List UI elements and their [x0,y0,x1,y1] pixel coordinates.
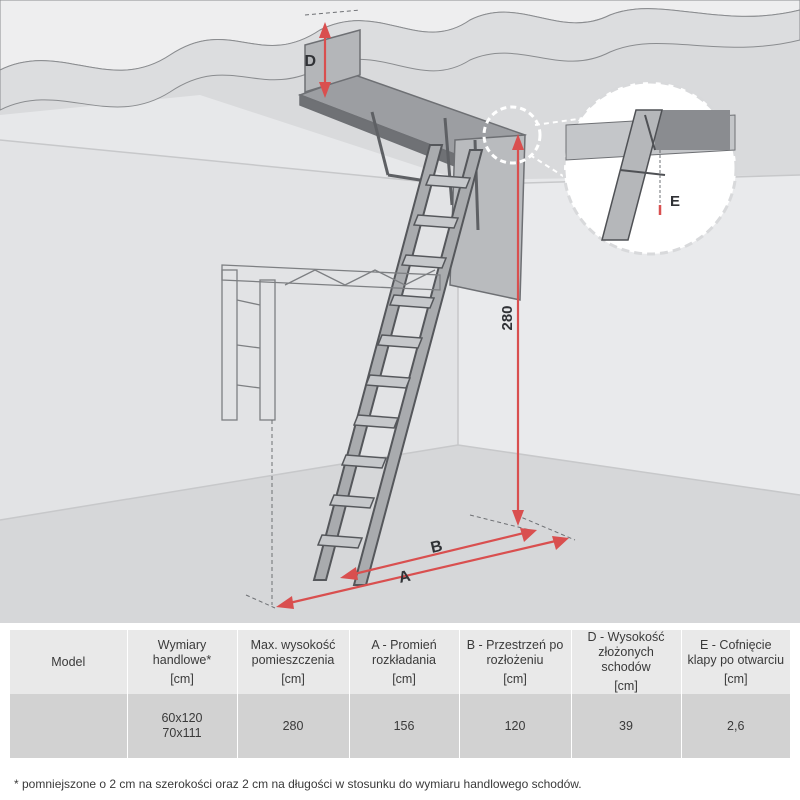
cell-b: 120 [459,694,572,758]
spec-table: Model Wymiary handlowe*[cm] Max. wysokoś… [10,630,790,758]
header-a: A - Promień rozkładania[cm] [349,630,460,694]
detail-inset [562,80,738,256]
dimension-label-d: D [304,53,316,70]
cell-max-height: 280 [237,694,350,758]
header-e: E - Cofnięcie klapy po otwarciu[cm] [687,637,785,686]
header-b: B - Przestrzeń po rozłożeniu[cm] [459,630,572,694]
dimension-label-a: A [397,568,413,587]
ladder-illustration: 280 D B A E [0,0,800,625]
header-dimensions: Wymiary handlowe*[cm] [127,630,238,694]
cell-a: 156 [349,694,460,758]
cell-dimensions: 60x120 70x111 [127,694,238,758]
header-model: Model [10,630,128,694]
dimension-label-e: E [670,193,680,210]
dimension-label-280: 280 [499,305,516,330]
back-wall [458,175,800,495]
floor [0,445,800,625]
cell-model [10,694,128,758]
header-max-height: Max. wysokość pomieszczenia[cm] [237,630,350,694]
footnote: * pomniejszone o 2 cm na szerokości oraz… [14,777,582,791]
dimension-label-b: B [429,538,444,557]
left-wall [0,140,458,520]
table-header-row: Model Wymiary handlowe*[cm] Max. wysokoś… [10,630,790,694]
cell-d: 39 [571,694,682,758]
cell-e: 2,6 [727,718,745,733]
table-row: 60x120 70x111 280 156 120 39 2,6 [10,694,790,758]
header-d: D - Wysokość złożonych schodów[cm] [571,630,682,694]
